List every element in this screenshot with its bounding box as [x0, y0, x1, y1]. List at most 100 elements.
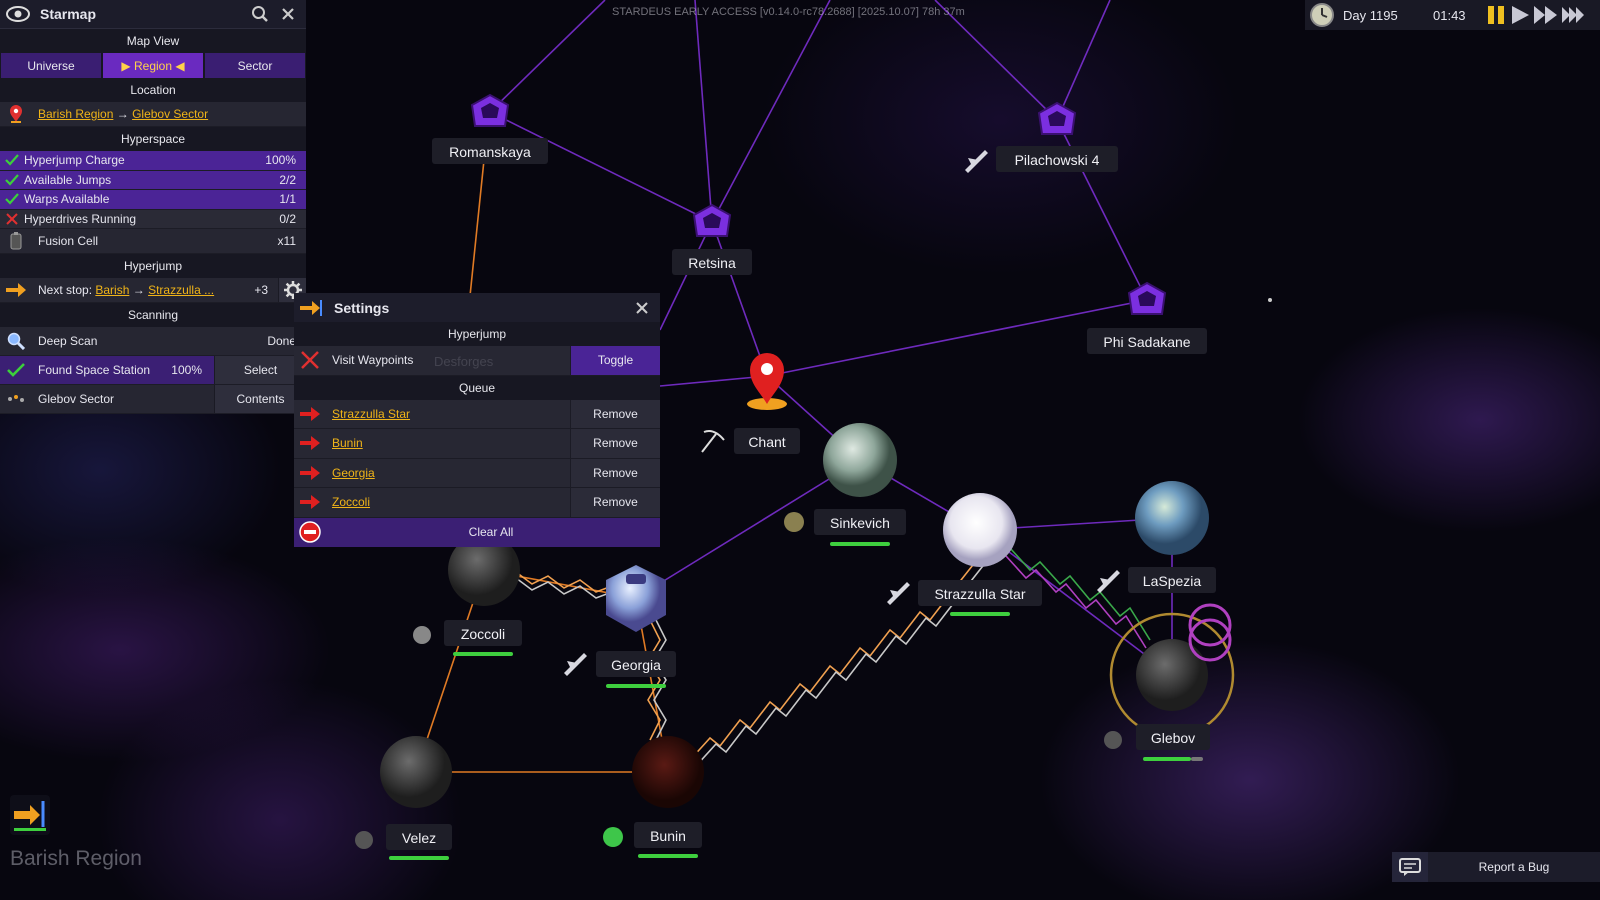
label-zoccoli: Zoccoli	[461, 626, 505, 642]
build-info: STARDEUS EARLY ACCESS [v0.14.0-rc78.2688…	[612, 6, 965, 18]
settings-header: Settings	[294, 293, 660, 322]
label-laspezia: LaSpezia	[1143, 573, 1202, 589]
queue-list: Strazzulla Star Remove Bunin Remove Geor…	[294, 399, 660, 518]
label-phi-sadakane: Phi Sadakane	[1103, 334, 1190, 350]
starmap-title: Starmap	[40, 6, 97, 22]
background-label-desforges: Desforges	[434, 354, 494, 369]
settings-dialog: Settings Hyperjump Visit Waypoints Desfo…	[294, 293, 660, 547]
hyperdrives-running-value: 0/2	[279, 211, 296, 226]
label-strazzulla: Strazzulla Star	[934, 586, 1025, 602]
game-time: 01:43	[1433, 7, 1466, 23]
label-bunin: Bunin	[650, 828, 686, 844]
location-separator: →	[116, 107, 129, 121]
fastest-forward-icon[interactable]	[1561, 4, 1587, 26]
tab-sector[interactable]: Sector	[205, 53, 305, 78]
star-strazzulla-icon[interactable]	[943, 493, 1017, 567]
station-romanskaya-icon[interactable]	[470, 93, 510, 127]
jump-arrow-icon	[6, 280, 26, 300]
close-icon[interactable]	[630, 296, 654, 320]
next-stop-to-link[interactable]: Strazzulla ...	[148, 283, 215, 297]
remove-button[interactable]: Remove	[570, 458, 660, 487]
asteroid-glebov-icon[interactable]	[1104, 603, 1235, 749]
tab-region[interactable]: ▶ Region ◀	[103, 53, 203, 78]
starmap-header: Starmap	[0, 0, 306, 29]
pause-icon[interactable]	[1485, 4, 1507, 26]
next-stop-from-link[interactable]: Barish	[95, 283, 130, 297]
queue-link-bunin[interactable]: Bunin	[332, 436, 363, 451]
hyperjump-route	[483, 547, 1151, 767]
hyperjump-charge-value: 100%	[265, 153, 296, 168]
fusion-cell-icon	[6, 231, 26, 251]
play-icon[interactable]	[1509, 4, 1531, 26]
check-icon	[4, 174, 20, 186]
settings-hyperjump-title: Hyperjump	[294, 322, 660, 346]
station-retsina-icon[interactable]	[692, 203, 732, 237]
found-station-row: Found Space Station 100% Select	[0, 356, 306, 385]
station-phi-sadakane-icon[interactable]	[1127, 281, 1167, 315]
planet-sinkevich-icon[interactable]	[823, 423, 897, 497]
scanning-title: Scanning	[0, 303, 306, 327]
station-pilachowski-icon[interactable]	[1037, 101, 1077, 135]
warps-available-value: 1/1	[279, 192, 296, 207]
queue-link-zoccoli[interactable]: Zoccoli	[332, 495, 371, 510]
select-button[interactable]: Select	[214, 356, 306, 384]
check-icon	[4, 154, 20, 166]
next-stop-more-count: +3	[254, 283, 268, 297]
hyperjump-button-icon[interactable]	[10, 795, 50, 835]
clear-all-button[interactable]: Clear All	[294, 517, 660, 547]
map-view-title: Map View	[0, 29, 306, 53]
hyperjump-charge-label: Hyperjump Charge	[24, 153, 125, 168]
remove-button[interactable]: Remove	[570, 429, 660, 458]
report-bug-button[interactable]: Report a Bug	[1392, 852, 1600, 882]
available-jumps-label: Available Jumps	[24, 172, 112, 187]
map-view-tabs: Universe ▶ Region ◀ Sector	[0, 53, 306, 78]
planet-bunin-icon[interactable]	[603, 736, 704, 847]
label-pilachowski: Pilachowski 4	[1015, 152, 1100, 168]
station-georgia-icon[interactable]	[606, 565, 666, 632]
small-asteroid-icon	[784, 512, 804, 532]
close-icon[interactable]	[276, 2, 300, 26]
planet-laspezia-icon[interactable]	[1135, 481, 1209, 555]
search-icon[interactable]	[248, 2, 272, 26]
cross-icon	[4, 213, 20, 225]
hyperspace-row: Hyperdrives Running 0/2	[0, 209, 306, 229]
remove-button[interactable]: Remove	[570, 488, 660, 517]
asteroid-zoccoli-icon[interactable]	[413, 534, 520, 644]
location-sector-link[interactable]: Glebov Sector	[132, 107, 209, 121]
deep-scan-status: Done	[267, 334, 296, 348]
fast-forward-icon[interactable]	[1533, 4, 1559, 26]
next-stop-separator: →	[132, 283, 145, 297]
contents-button[interactable]: Contents	[214, 385, 306, 413]
hyperspace-title: Hyperspace	[0, 127, 306, 151]
node-labels[interactable]: Romanskaya Retsina Pilachowski 4 Phi Sad…	[386, 138, 1216, 850]
queue-link-strazzulla[interactable]: Strazzulla Star	[332, 406, 411, 421]
label-velez: Velez	[402, 830, 436, 846]
queue-title: Queue	[294, 375, 660, 400]
location-pin-icon	[6, 104, 26, 124]
label-sinkevich: Sinkevich	[830, 515, 890, 531]
time-hud: Day 1195 01:43	[1305, 0, 1600, 30]
clear-all-label: Clear All	[468, 525, 514, 539]
starmap-panel: Starmap Map View Universe ▶ Region ◀ Sec…	[0, 0, 306, 414]
queue-item: Bunin Remove	[294, 429, 660, 459]
label-retsina: Retsina	[688, 255, 736, 271]
settings-title: Settings	[334, 299, 390, 316]
remove-button[interactable]: Remove	[570, 399, 660, 428]
magnifier-icon	[6, 331, 26, 351]
hyperspace-row: Hyperjump Charge 100%	[0, 151, 306, 171]
node-status-bars	[389, 542, 1203, 860]
red-arrow-icon	[298, 495, 322, 510]
label-georgia: Georgia	[611, 657, 661, 673]
location-region-link[interactable]: Barish Region	[38, 107, 114, 121]
location-row: Barish Region → Glebov Sector	[0, 102, 306, 127]
feedback-icon	[1392, 852, 1428, 882]
toggle-button[interactable]: Toggle	[570, 346, 660, 375]
hyperdrives-running-label: Hyperdrives Running	[24, 211, 137, 226]
label-romanskaya: Romanskaya	[449, 144, 531, 160]
tab-universe[interactable]: Universe	[1, 53, 101, 78]
jump-arrow-icon	[300, 299, 322, 316]
queue-link-georgia[interactable]: Georgia	[332, 465, 375, 480]
fusion-cell-value: x11	[277, 234, 296, 248]
asteroid-velez-icon[interactable]	[355, 736, 452, 849]
